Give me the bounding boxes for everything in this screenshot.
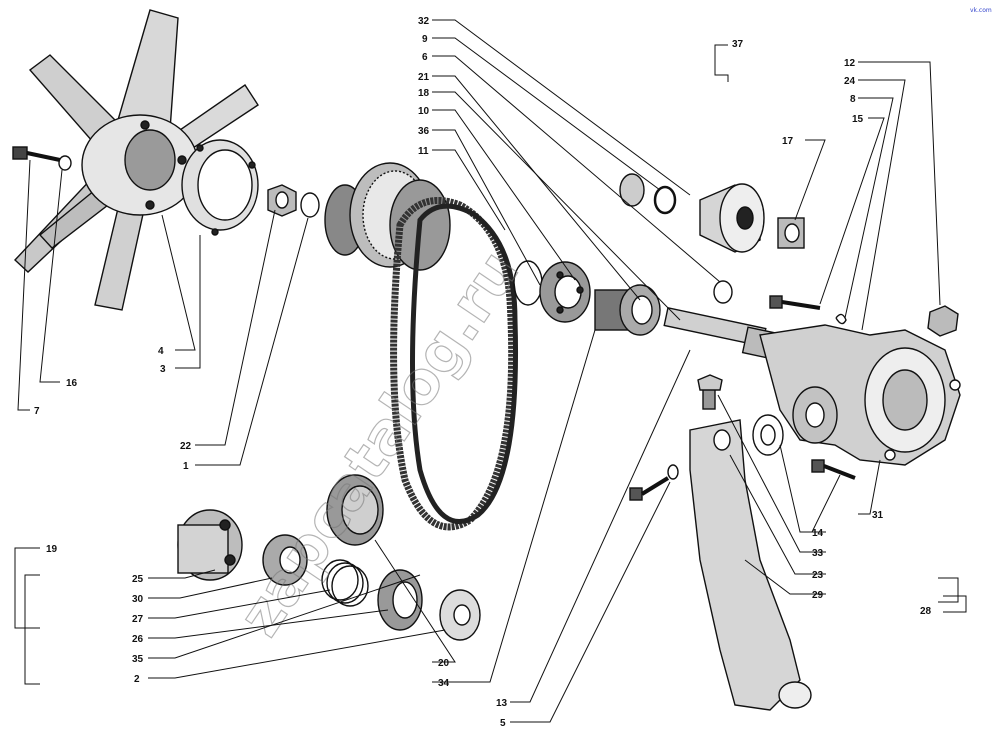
seal-cup [619, 173, 645, 207]
callout: 37 [732, 39, 744, 50]
pipe-bolt [629, 464, 679, 501]
callout: 14 [812, 528, 824, 539]
callout: 17 [782, 136, 794, 147]
tensioner-body [177, 509, 243, 581]
pipe-fitting [697, 374, 723, 410]
callout: 1 [183, 461, 189, 472]
tensioner-spring [321, 559, 369, 607]
fan-blade-bottom [94, 199, 146, 311]
pump-housing [759, 324, 961, 466]
callout: 7 [34, 406, 40, 417]
drain-plug [927, 305, 959, 337]
callout: 8 [850, 94, 856, 105]
inlet-pipe [689, 419, 801, 711]
watermark: zapcatalog.ru [225, 238, 532, 647]
small-washer [713, 280, 733, 304]
housing-bolt-lower [811, 459, 856, 480]
callout: 34 [438, 678, 450, 689]
tensioner-cup [262, 534, 308, 586]
callout: 33 [812, 548, 824, 559]
callout: 11 [418, 146, 429, 157]
callout: 31 [872, 510, 884, 521]
impeller-set [619, 173, 805, 253]
callout: 26 [132, 634, 144, 645]
callout: 2 [134, 674, 140, 685]
fan-blade-top [117, 9, 179, 131]
bearing-rear [594, 284, 661, 336]
callout: 3 [160, 364, 166, 375]
pulley-assembly [324, 162, 451, 271]
fan-assembly [14, 9, 259, 311]
fan-hub-center [124, 129, 176, 191]
bearing-front [539, 261, 591, 323]
callout: 22 [180, 441, 192, 452]
corner-mark: vk.com [970, 7, 992, 14]
fan-bolt-washer [58, 155, 72, 171]
callout: 4 [158, 346, 164, 357]
callout: 18 [418, 88, 430, 99]
callout: 5 [500, 718, 506, 729]
callout: 23 [812, 570, 824, 581]
callout: 12 [844, 58, 856, 69]
callout: 21 [418, 72, 430, 83]
callout: 32 [418, 16, 430, 27]
callout: 30 [132, 594, 144, 605]
tensioner-plate [439, 589, 481, 641]
callout: 16 [66, 378, 78, 389]
hub-washer [300, 192, 320, 218]
callout: 19 [46, 544, 58, 555]
seal-ring [653, 185, 677, 215]
fan-bolt [12, 146, 72, 171]
drive-belts [390, 197, 518, 531]
callout: 20 [438, 658, 450, 669]
callout: 6 [422, 52, 428, 63]
callout: 28 [920, 606, 932, 617]
leader-lines [14, 19, 967, 723]
callout: 9 [422, 34, 428, 45]
tensioner-roller [326, 474, 384, 546]
callout: 13 [496, 698, 508, 709]
callout: 10 [418, 106, 430, 117]
housing-gasket [752, 414, 784, 456]
callout: 15 [852, 114, 864, 125]
callout: 27 [132, 614, 144, 625]
housing-bolt-upper [769, 295, 821, 310]
lock-clip [835, 313, 847, 325]
callout: 29 [812, 590, 824, 601]
callout: 35 [132, 654, 144, 665]
fan-spacer [181, 139, 259, 236]
callout-labels: 32 9 6 21 18 10 36 11 37 12 24 8 15 17 4… [34, 16, 932, 729]
hub-nut [267, 184, 297, 217]
callout: 24 [844, 76, 856, 87]
callout: 36 [418, 126, 430, 137]
callout: 25 [132, 574, 144, 585]
